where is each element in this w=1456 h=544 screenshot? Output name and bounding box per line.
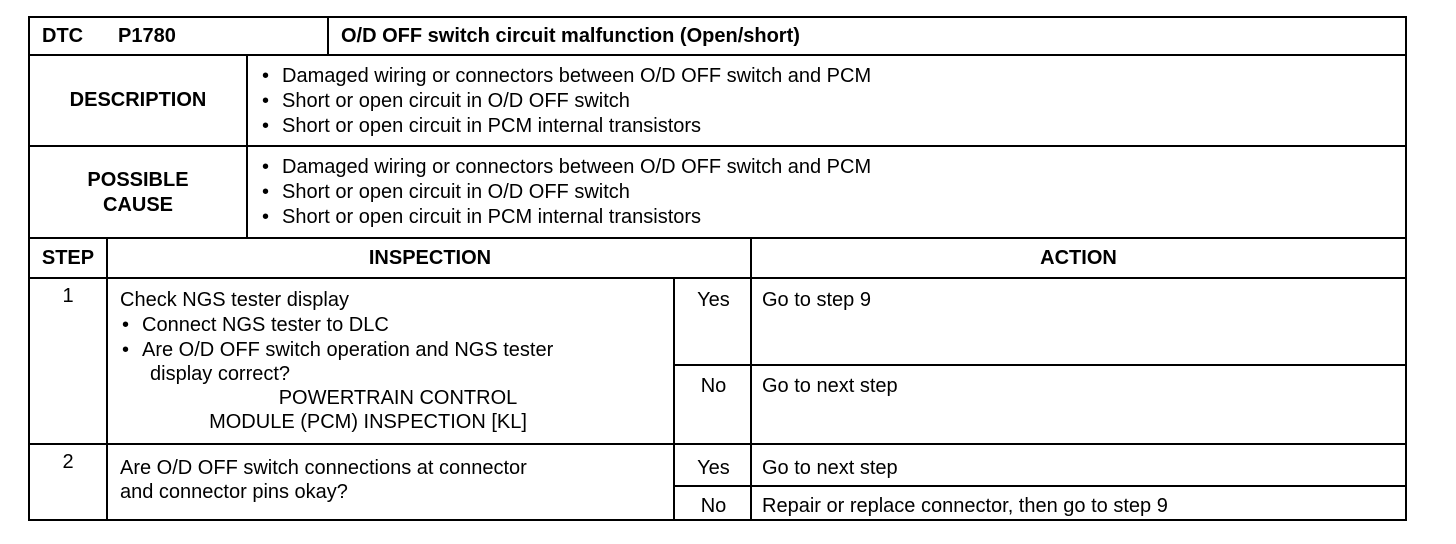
step-row: 1 Check NGS tester display •Connect NGS … <box>30 279 1405 445</box>
description-label: DESCRIPTION <box>69 89 207 111</box>
step-inspection-cell: Check NGS tester display •Connect NGS te… <box>106 279 673 443</box>
step-yes-no-cell: Yes No <box>673 445 750 519</box>
inspection-line: Are O/D OFF switch connections at connec… <box>120 457 527 479</box>
possible-cause-item: •Short or open circuit in PCM internal t… <box>262 206 702 228</box>
reference-line1: POWERTRAIN CONTROL <box>278 387 518 409</box>
yes-action: Go to step 9 <box>762 289 871 311</box>
step-number: 2 <box>62 451 74 473</box>
yes-label: Yes <box>697 289 730 311</box>
dtc-label: DTC <box>42 25 84 47</box>
col-step: STEP <box>41 247 95 269</box>
description-item: •Short or open circuit in PCM internal t… <box>262 115 702 137</box>
yes-no-divider <box>673 485 1405 487</box>
inspection-line: and connector pins okay? <box>120 481 348 503</box>
inspection-continuation: display correct? <box>150 363 291 385</box>
step-row: 2 Are O/D OFF switch connections at conn… <box>30 445 1405 519</box>
header-row: DTC P1780 O/D OFF switch circuit malfunc… <box>30 18 1405 56</box>
possible-cause-label-cell: POSSIBLE CAUSE <box>30 147 246 237</box>
no-action: Repair or replace connector, then go to … <box>762 495 1168 517</box>
step-action-cell: Go to step 9 Go to next step <box>750 279 1405 443</box>
no-label: No <box>700 495 727 517</box>
yes-action: Go to next step <box>762 457 898 479</box>
possible-cause-label-line2: CAUSE <box>102 194 173 216</box>
col-inspection: INSPECTION <box>368 247 492 269</box>
possible-cause-item: •Damaged wiring or connectors between O/… <box>262 156 872 178</box>
possible-cause-item: •Short or open circuit in O/D OFF switch <box>262 181 630 203</box>
possible-cause-items-cell: •Damaged wiring or connectors between O/… <box>246 147 1405 237</box>
dtc-table: DTC P1780 O/D OFF switch circuit malfunc… <box>28 16 1407 521</box>
step-number: 1 <box>62 285 74 307</box>
col-action-cell: ACTION <box>750 239 1405 277</box>
col-inspection-cell: INSPECTION <box>106 239 750 277</box>
description-label-cell: DESCRIPTION <box>30 56 246 145</box>
inspection-bullet: •Are O/D OFF switch operation and NGS te… <box>122 339 554 361</box>
yes-label: Yes <box>697 457 730 479</box>
col-action: ACTION <box>1040 247 1117 269</box>
column-header-row: STEP INSPECTION ACTION <box>30 239 1405 279</box>
inspection-title: Check NGS tester display <box>120 289 349 311</box>
description-item: •Short or open circuit in O/D OFF switch <box>262 90 630 112</box>
dtc-code: P1780 <box>118 25 176 47</box>
description-items-cell: •Damaged wiring or connectors between O/… <box>246 56 1405 145</box>
yes-no-divider <box>673 364 1405 366</box>
inspection-bullet: •Connect NGS tester to DLC <box>122 314 389 336</box>
no-label: No <box>700 375 727 397</box>
step-yes-no-cell: Yes No <box>673 279 750 443</box>
dtc-title: O/D OFF switch circuit malfunction (Open… <box>341 25 800 47</box>
reference-line2: MODULE (PCM) INSPECTION [KL] <box>209 411 527 433</box>
possible-cause-label-line1: POSSIBLE <box>87 169 189 191</box>
no-action: Go to next step <box>762 375 898 397</box>
title-cell: O/D OFF switch circuit malfunction (Open… <box>327 18 1405 54</box>
description-item: •Damaged wiring or connectors between O/… <box>262 65 872 87</box>
step-action-cell: Go to next step Repair or replace connec… <box>750 445 1405 519</box>
step-inspection-cell: Are O/D OFF switch connections at connec… <box>106 445 673 519</box>
possible-cause-row: POSSIBLE CAUSE •Damaged wiring or connec… <box>30 147 1405 239</box>
description-row: DESCRIPTION •Damaged wiring or connector… <box>30 56 1405 147</box>
